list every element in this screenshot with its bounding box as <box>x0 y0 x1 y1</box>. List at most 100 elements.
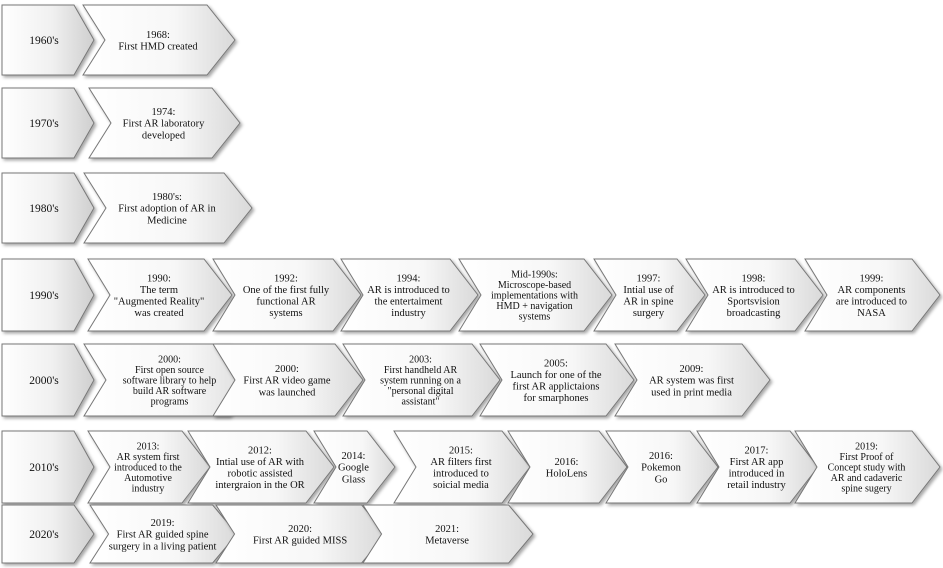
event-text: 1997: <box>637 273 661 284</box>
event-shape <box>187 430 335 504</box>
event-text: First open source <box>135 365 204 376</box>
event-text: are introduced to <box>836 296 907 307</box>
event-shape <box>82 4 236 76</box>
event-text: First HMD created <box>118 41 198 52</box>
event-text: First AR guided spine <box>117 530 209 541</box>
event-text: First AR video game <box>243 376 331 387</box>
decade-chevron <box>1 4 95 76</box>
event-chevron: 1968:First HMD created <box>82 4 236 76</box>
event-shape <box>212 343 364 417</box>
event-text: 2003: <box>409 354 432 365</box>
decade-chevron <box>1 504 95 564</box>
event-text: 2013: <box>137 441 160 452</box>
event-text: introduced to <box>433 468 489 479</box>
event-chevron: 2016:HoloLens <box>507 430 628 504</box>
event-shape <box>87 430 211 504</box>
event-shape <box>89 504 238 564</box>
event-shape <box>685 258 824 332</box>
event-text: 2005: <box>544 358 568 369</box>
event-text: 2020: <box>288 524 312 535</box>
event-text: Go <box>655 474 668 485</box>
event-text: software library to help <box>123 376 217 387</box>
event-text: Intial use of AR with <box>216 457 305 468</box>
event-text: AR components <box>838 285 906 296</box>
event-text: First AR laboratory <box>123 119 205 130</box>
event-text: Concept study with <box>828 463 906 474</box>
event-text: the entertaiment <box>375 296 443 307</box>
event-text: 1994: <box>397 273 421 284</box>
event-text: 2000: <box>275 364 299 375</box>
event-text: 2021: <box>435 524 459 535</box>
event-text: AR is introduced to <box>712 285 795 296</box>
decade-row: 2020's 2019:First AR guided spinesurgery … <box>1 504 534 564</box>
event-text: First AR guided MISS <box>253 535 347 546</box>
event-text: "Augmented Reality" <box>114 296 205 307</box>
event-text: HMD + navigation <box>496 301 572 312</box>
event-text: 2017: <box>745 445 769 456</box>
event-shape <box>212 258 362 332</box>
event-text: intergraion in the OR <box>215 480 304 491</box>
event-shape <box>696 430 819 504</box>
event-text: systems <box>269 308 302 319</box>
decade-label: 2010's <box>29 462 59 474</box>
event-text: developed <box>142 130 186 141</box>
event-chevron: 2020:First AR guided MISS <box>215 504 387 564</box>
event-text: introduced to the <box>114 463 182 474</box>
event-text: Pokemon <box>641 463 681 474</box>
event-shape <box>605 430 719 504</box>
event-text: AR is introduced to <box>367 285 450 296</box>
event-text: AR and cadaveric <box>831 473 903 484</box>
event-text: The term <box>140 285 178 296</box>
event-text: 1998: <box>742 273 766 284</box>
event-text: First handheld AR <box>384 365 458 376</box>
event-text: One of the first fully <box>243 285 330 296</box>
event-text: First adoption of AR in <box>118 204 216 215</box>
event-text: 1992: <box>274 273 298 284</box>
decade-label: 1970's <box>29 118 59 130</box>
event-shape <box>614 343 771 417</box>
decade-chevron <box>1 343 95 417</box>
decade-chevron <box>1 258 95 332</box>
event-chevron: 1990:The term"Augmented Reality"was crea… <box>87 258 233 332</box>
event-shape <box>340 258 479 332</box>
event-shape <box>313 430 396 504</box>
event-text: 2014: <box>342 451 366 462</box>
event-text: AR system was first <box>649 376 734 387</box>
event-text: AR filters first <box>430 457 491 468</box>
event-text: Microscope-based <box>498 280 571 291</box>
event-text: surgery in a living patient <box>109 541 217 552</box>
event-text: Medicine <box>147 215 187 226</box>
event-shape <box>804 258 941 332</box>
event-text: robotic assisted <box>227 468 293 479</box>
decade-chevron <box>1 172 95 244</box>
event-text: NASA <box>857 308 886 319</box>
event-shape <box>794 430 941 504</box>
event-shape <box>87 258 233 332</box>
event-text: 1999: <box>860 273 884 284</box>
event-text: 2000: <box>158 354 181 365</box>
decade-label: 1980's <box>29 203 59 215</box>
event-chevron: 1998:AR is introduced toSportsvisionbroa… <box>685 258 824 332</box>
event-shape <box>362 504 534 564</box>
event-text: Sportsvision <box>727 296 780 307</box>
event-text: 1968: <box>146 30 170 41</box>
event-text: soicial media <box>433 480 489 491</box>
decade-chevron <box>1 87 95 159</box>
event-text: programs <box>151 397 189 408</box>
event-text: "personal digital <box>387 386 453 397</box>
decade-label: 2020's <box>29 529 59 541</box>
